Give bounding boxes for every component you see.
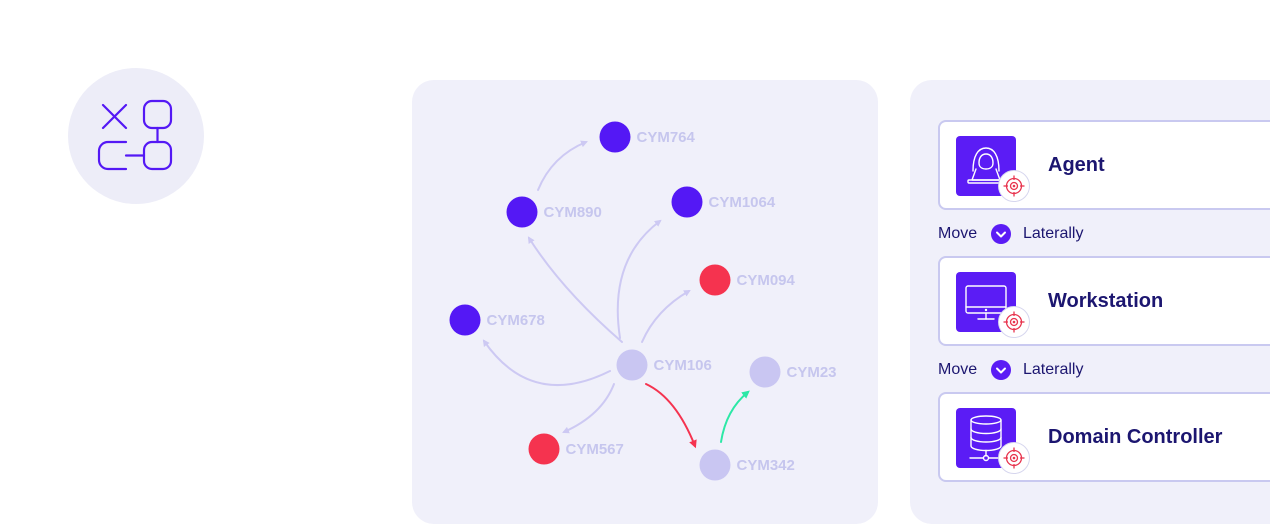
chevron-down-icon (991, 360, 1011, 380)
edge-cym106-cym890 (527, 236, 623, 343)
node-dot[interactable] (699, 264, 731, 296)
node-cym764[interactable]: CYM764 (599, 121, 696, 153)
laterally-label: Laterally (1023, 225, 1084, 242)
node-label: CYM094 (737, 272, 796, 289)
node-cym1064[interactable]: CYM1064 (671, 186, 776, 218)
step-card-workstation: Workstation (938, 256, 1270, 346)
edge-cym890-cym764 (537, 140, 588, 191)
node-dot[interactable] (506, 196, 538, 228)
monitor-icon (965, 285, 1007, 320)
chevron-down-icon (991, 224, 1011, 244)
target-icon (1003, 175, 1025, 197)
edge-cym106-cym342 (645, 383, 697, 449)
target-badge (998, 306, 1030, 338)
node-label: CYM890 (544, 204, 602, 221)
attack-path-panel: Agent Move Laterally (910, 80, 1270, 524)
node-cym678[interactable]: CYM678 (449, 304, 545, 336)
node-label: CYM567 (566, 441, 624, 458)
node-label: CYM764 (637, 129, 696, 146)
network-path-icon (97, 99, 173, 171)
step-label: Workstation (1048, 290, 1164, 312)
lateral-move-transition: Move Laterally (938, 223, 1138, 245)
edge-cym106-cym567 (562, 383, 615, 434)
node-dot[interactable] (616, 349, 648, 381)
node-dot[interactable] (699, 449, 731, 481)
target-badge (998, 170, 1030, 202)
step-label: Domain Controller (1048, 426, 1223, 448)
step-card-agent: Agent (938, 120, 1270, 210)
edge-cym106-cym094 (641, 289, 691, 343)
node-cym106[interactable]: CYM106 (616, 349, 712, 381)
target-badge (998, 442, 1030, 474)
node-label: CYM678 (487, 312, 545, 329)
node-label: CYM23 (787, 364, 837, 381)
node-label: CYM1064 (709, 194, 776, 211)
node-cym342[interactable]: CYM342 (699, 449, 795, 481)
edge-cym106-cym1064 (616, 219, 662, 339)
laterally-label: Laterally (1023, 361, 1084, 378)
edge-cym342-cym23 (720, 390, 750, 443)
node-label: CYM342 (737, 457, 795, 474)
node-label: CYM106 (654, 357, 712, 374)
lateral-move-transition: Move Laterally (938, 359, 1138, 381)
target-icon (1003, 311, 1025, 333)
edge-cym106-cym678 (482, 339, 611, 387)
node-cym23[interactable]: CYM23 (749, 356, 837, 388)
step-card-domain-controller: Domain Controller (938, 392, 1270, 482)
step-label: Agent (1048, 154, 1105, 176)
node-cym567[interactable]: CYM567 (528, 433, 624, 465)
logo-badge (68, 68, 204, 204)
node-dot[interactable] (599, 121, 631, 153)
node-dot[interactable] (528, 433, 560, 465)
node-dot[interactable] (449, 304, 481, 336)
node-cym094[interactable]: CYM094 (699, 264, 796, 296)
node-cym890[interactable]: CYM890 (506, 196, 602, 228)
target-icon (1003, 447, 1025, 469)
move-label: Move (938, 225, 978, 242)
node-dot[interactable] (671, 186, 703, 218)
move-label: Move (938, 361, 978, 378)
node-dot[interactable] (749, 356, 781, 388)
